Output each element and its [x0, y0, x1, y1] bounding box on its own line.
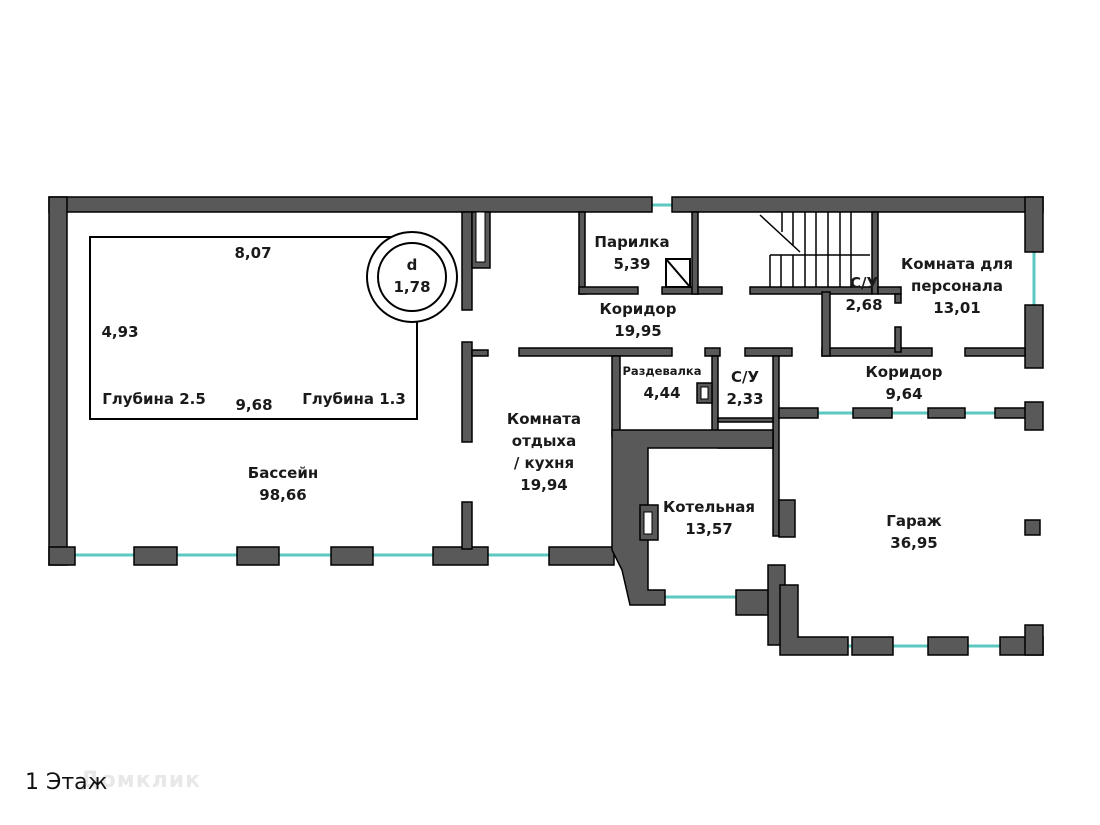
floor-label: 1 Этаж — [25, 770, 108, 795]
room-name-2: отдыха — [511, 432, 577, 450]
room-name: Котельная — [662, 498, 756, 516]
room-name-1: Комната для — [900, 255, 1014, 273]
room-name: Раздевалка — [622, 364, 702, 378]
room-area: 4,44 — [643, 384, 681, 402]
room-area: 19,95 — [614, 322, 662, 340]
room-name: Бассейн — [247, 464, 319, 482]
pool-depth-right: Глубина 1.3 — [302, 390, 406, 408]
room-staff: Комната для персонала 13,01 — [901, 253, 1013, 319]
room-name: Коридор — [599, 300, 677, 318]
room-area: 13,01 — [933, 299, 981, 317]
room-name: С/У — [730, 368, 760, 386]
room-pool: Бассейн 98,66 — [248, 462, 318, 506]
room-area: 2,68 — [845, 296, 883, 314]
staircase — [759, 212, 870, 287]
room-name: Парилка — [594, 233, 670, 251]
room-name: Гараж — [886, 512, 942, 530]
jacuzzi-diameter: 1,78 — [393, 278, 431, 296]
room-garage: Гараж 36,95 — [886, 510, 941, 554]
room-sauna: Парилка 5,39 — [594, 231, 669, 275]
room-corridor-1: Коридор 19,95 — [600, 298, 677, 342]
room-corridor-2: Коридор 9,64 — [866, 361, 943, 405]
jacuzzi-inner — [377, 242, 447, 312]
room-name-2: персонала — [910, 277, 1004, 295]
room-area: 98,66 — [259, 486, 307, 504]
room-lounge-kitchen: Комната отдыха / кухня 19,94 — [507, 408, 581, 496]
room-name-1: Комната — [506, 410, 582, 428]
room-area: 36,95 — [890, 534, 938, 552]
jacuzzi-outer — [366, 231, 458, 323]
room-boiler: Котельная 13,57 — [663, 496, 755, 540]
pool-top-length: 8,07 — [234, 244, 272, 262]
room-area: 2,33 — [726, 390, 764, 408]
room-name: С/У — [849, 274, 879, 292]
sauna-door-box — [665, 258, 691, 288]
room-wc-1: С/У 2,68 — [845, 272, 882, 316]
room-area: 19,94 — [520, 476, 568, 494]
room-area: 9,64 — [885, 385, 923, 403]
room-wc-2: С/У 2,33 — [726, 366, 763, 410]
watermark: Домклик — [80, 768, 202, 793]
pool-basin — [89, 231, 458, 420]
walls — [48, 196, 1044, 656]
jacuzzi-label: d — [406, 256, 418, 274]
pool-depth-left: Глубина 2.5 — [102, 390, 206, 408]
room-changing: Раздевалка 4,44 — [623, 360, 702, 404]
room-area: 5,39 — [613, 255, 651, 273]
room-name-3: / кухня — [513, 454, 575, 472]
pool-bottom-length: 9,68 — [235, 396, 273, 414]
pool-side-width: 4,93 — [101, 323, 139, 341]
room-area: 13,57 — [685, 520, 733, 538]
room-name: Коридор — [865, 363, 943, 381]
